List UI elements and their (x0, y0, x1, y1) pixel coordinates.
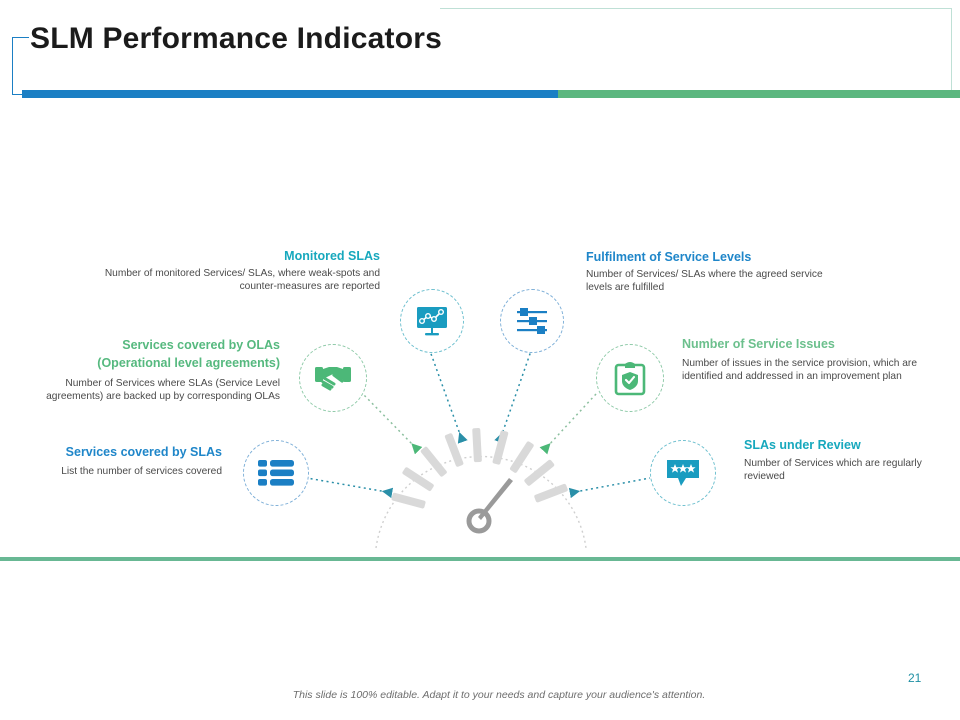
page-title: SLM Performance Indicators (30, 22, 442, 55)
gauge-needle (466, 478, 513, 534)
label-description: Number of Services which are regularly r… (744, 458, 922, 482)
label-title: Fulfilment of Service Levels (586, 250, 752, 264)
footer-note: This slide is 100% editable. Adapt it to… (292, 689, 706, 701)
gauge-ticks (391, 428, 568, 509)
label-description: List the number of services covered (61, 466, 222, 477)
label-services-covered-by-slas: Services covered by SLAs List the number… (38, 445, 222, 478)
page-number: 21 (908, 671, 922, 685)
header-rule-green (558, 90, 960, 98)
header-rule-blue (22, 90, 558, 98)
label-number-of-service-issues: Number of Service Issues Number of issue… (682, 337, 918, 383)
icon-bubble-services-covered-by-slas[interactable] (243, 440, 309, 506)
label-fulfilment-of-service-levels: Fulfilment of Service Levels Number of S… (586, 250, 846, 294)
label-monitored-slas: Monitored SLAs Number of monitored Servi… (96, 249, 380, 293)
label-title: Number of Service Issues (682, 337, 835, 351)
label-services-covered-by-olas: Services covered by OLAs (Operational le… (28, 338, 280, 403)
speech-bubble-stars-icon (667, 460, 699, 486)
icon-bubble-monitored-slas[interactable] (400, 289, 464, 353)
label-title: Services covered by OLAs (122, 338, 280, 352)
icon-bubble-fulfilment-of-service-levels[interactable] (500, 289, 564, 353)
handshake-icon (315, 367, 351, 391)
sliders-settings-icon (517, 308, 547, 334)
bottom-rule-green (0, 557, 960, 561)
label-description: Number of issues in the service provisio… (682, 358, 917, 382)
icon-bubble-services-covered-by-olas[interactable] (299, 344, 367, 412)
label-title: Services covered by SLAs (65, 445, 222, 459)
clipboard-check-icon (614, 362, 646, 396)
frame-top-rule (440, 8, 952, 9)
label-title: SLAs under Review (744, 438, 861, 452)
icon-bubble-slas-under-review[interactable] (650, 440, 716, 506)
frame-right-rule (951, 8, 952, 93)
label-title-line2: (Operational level agreements) (97, 356, 280, 370)
gauge-outer-arc (375, 455, 587, 549)
label-description: Number of Services/ SLAs where the agree… (586, 269, 823, 293)
icon-bubble-number-of-service-issues[interactable] (596, 344, 664, 412)
monitor-line-chart-icon (417, 307, 447, 336)
label-title: Monitored SLAs (284, 249, 380, 263)
label-description: Number of Services where SLAs (Service L… (46, 378, 280, 402)
label-slas-under-review: SLAs under Review Number of Services whi… (744, 438, 944, 483)
label-description: Number of monitored Services/ SLAs, wher… (104, 268, 380, 292)
list-rows-icon (258, 460, 294, 486)
frame-left-bracket (12, 37, 29, 95)
